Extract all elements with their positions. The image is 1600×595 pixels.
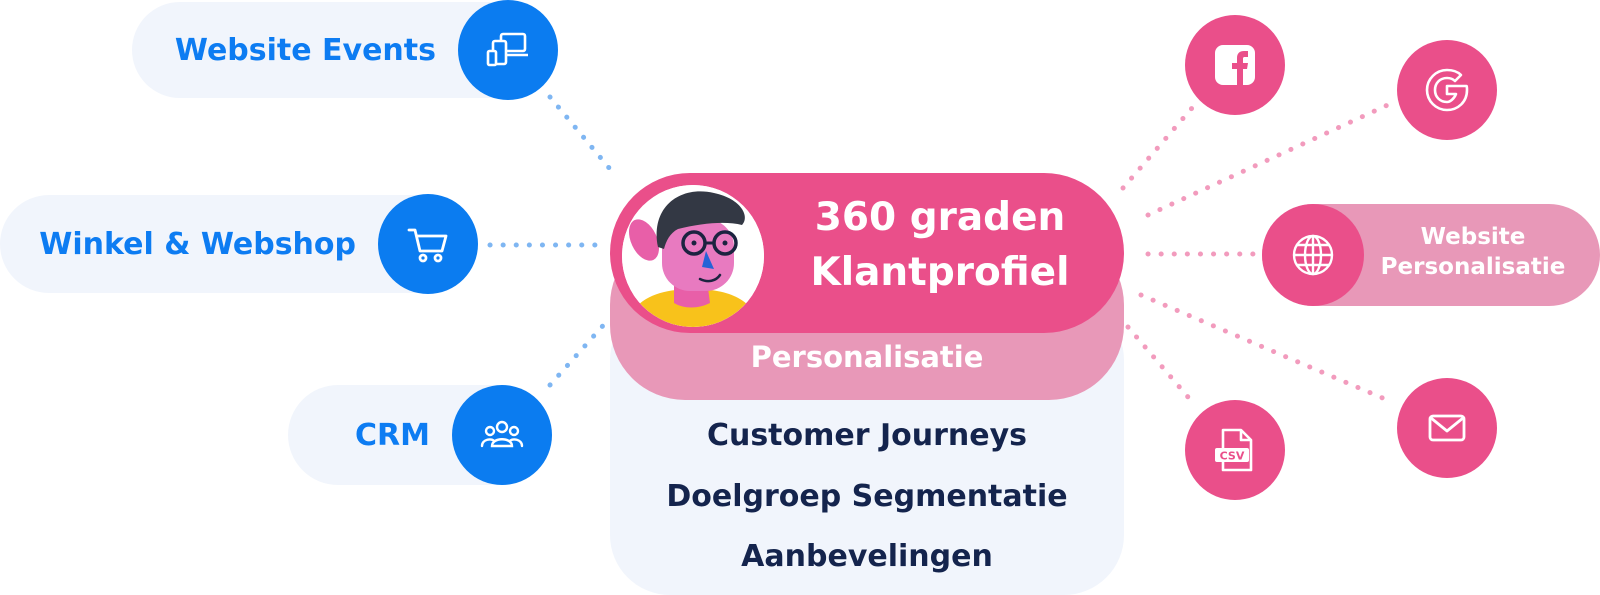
source-label: Website Events bbox=[174, 32, 436, 68]
facebook-icon bbox=[1185, 15, 1285, 115]
email-icon bbox=[1397, 378, 1497, 478]
customer-avatar bbox=[622, 185, 764, 327]
source-crm: CRM bbox=[288, 385, 552, 485]
devices-icon bbox=[458, 0, 558, 100]
connector-csv bbox=[1125, 324, 1197, 407]
feature-customer-journeys: Customer Journeys bbox=[706, 418, 1028, 453]
connector-google bbox=[1145, 100, 1395, 218]
center-title: 360 graden Klantprofiel bbox=[770, 190, 1110, 300]
shopping-cart-icon bbox=[378, 194, 478, 294]
users-group-icon bbox=[452, 385, 552, 485]
feature-doelgroep-segmentatie: Doelgroep Segmentatie bbox=[666, 479, 1068, 514]
website-personalisatie-line-2: Personalisatie bbox=[1380, 254, 1566, 280]
source-label: Winkel & Webshop bbox=[39, 226, 356, 262]
feature-aanbevelingen: Aanbevelingen bbox=[741, 539, 993, 574]
website-personalisatie-label: Website Personalisatie bbox=[1362, 222, 1584, 282]
source-website-events: Website Events bbox=[132, 0, 558, 100]
source-label: CRM bbox=[355, 417, 430, 453]
center-title-line-1: 360 graden bbox=[814, 195, 1066, 240]
source-winkel-webshop: Winkel & Webshop bbox=[0, 194, 478, 294]
center-subtitle: Personalisatie bbox=[750, 340, 984, 374]
connector-crm bbox=[547, 317, 611, 388]
website-personalisatie-line-1: Website bbox=[1420, 224, 1526, 250]
google-icon bbox=[1397, 40, 1497, 140]
csv-file-icon: CSV bbox=[1185, 400, 1285, 500]
connector-website-events bbox=[547, 94, 618, 178]
globe-icon bbox=[1262, 204, 1364, 306]
connector-facebook bbox=[1120, 105, 1195, 191]
center-title-line-2: Klantprofiel bbox=[810, 250, 1070, 295]
csv-label: CSV bbox=[1220, 450, 1245, 463]
